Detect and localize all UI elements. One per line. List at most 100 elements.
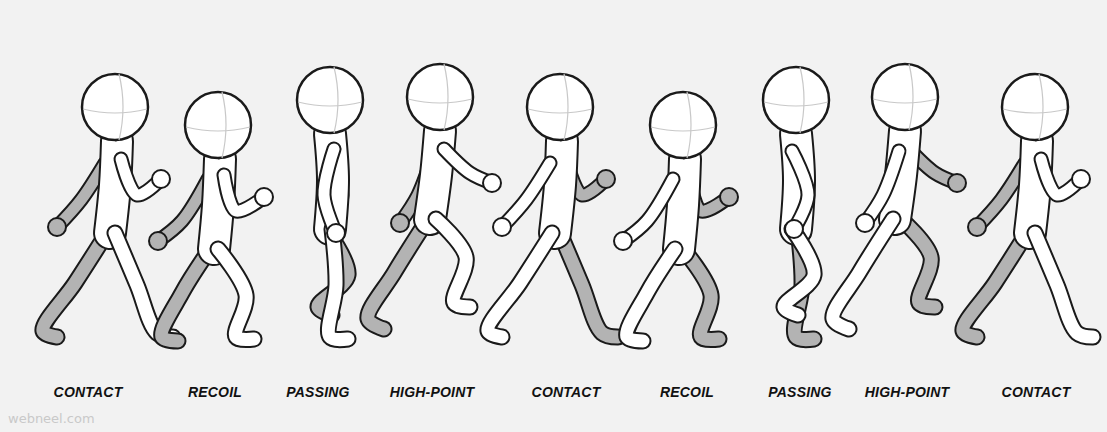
arm [502,163,550,227]
fist [152,170,170,188]
leg [162,249,210,341]
leg [436,219,470,307]
head [872,64,938,130]
fist [493,218,511,236]
head [1002,74,1068,140]
fist [720,188,738,206]
leg-outline [328,229,348,340]
head-guide [687,92,691,158]
head-guide [298,102,362,106]
head-guide [186,127,250,131]
leg [43,233,107,337]
fist [48,218,66,236]
phase-label: RECOIL [660,384,714,400]
head-guide [873,99,937,103]
head-guide [334,67,338,133]
head-guide [1039,74,1043,140]
arm-outline [324,149,336,233]
fist [597,170,615,188]
arm [623,179,673,241]
head [527,74,593,140]
phase-label: HIGH-POINT [865,384,949,400]
head-guide [444,64,448,130]
leg [218,249,254,339]
leg-outline [784,229,814,315]
fist [483,174,501,192]
leg-outline [1035,233,1093,337]
arm-outline [623,179,673,241]
head-guide [408,99,472,103]
leg [328,229,348,340]
phase-label: PASSING [768,384,831,400]
arm-outline [502,163,550,227]
head-guide [651,127,715,131]
fist [948,174,966,192]
head [763,67,829,133]
head-guide [83,109,147,113]
head-guide [800,67,804,133]
leg [627,249,675,341]
phase-label: PASSING [286,384,349,400]
phase-label: CONTACT [1002,384,1071,400]
leg [901,219,935,307]
head-guide [1003,109,1067,113]
phase-label: RECOIL [188,384,242,400]
leg [560,233,618,337]
head-guide [764,102,828,106]
leg-outline [218,249,254,339]
fist [149,232,167,250]
head-guide [222,92,226,158]
arm-outline [792,151,808,229]
leg-outline [963,233,1027,337]
torso [679,159,685,249]
fist [856,214,874,232]
walking-figure [763,67,829,340]
leg [833,219,893,329]
head [650,92,716,158]
leg-outline [488,233,552,337]
fist [391,214,409,232]
leg [488,233,552,337]
fist [614,232,632,250]
walking-figure [368,64,501,329]
fist [255,188,273,206]
phase-label: CONTACT [532,384,601,400]
walking-figure [963,74,1093,337]
fist [785,220,803,238]
head-guide [119,74,123,140]
head [297,67,363,133]
head [407,64,473,130]
arm [324,149,336,233]
arm [792,151,808,229]
walking-figure [297,67,363,340]
head [185,92,251,158]
leg-outline [627,249,675,341]
fist [327,224,345,242]
phase-label: CONTACT [54,384,123,400]
arm [865,151,899,223]
leg [963,233,1027,337]
leg [368,219,428,329]
head [82,74,148,140]
leg-outline [162,249,210,341]
walking-figure [149,92,273,341]
leg-outline [833,219,893,329]
leg-outline [43,233,107,337]
phase-label: HIGH-POINT [390,384,474,400]
walking-figure [43,74,173,337]
leg-outline [436,219,470,307]
watermark: webneel.com [8,411,95,426]
walking-figure [614,92,738,341]
torso [555,141,562,233]
torso-outline [555,141,562,233]
head-guide [909,64,913,130]
leg [784,229,814,315]
fist [968,218,986,236]
leg-outline [901,219,935,307]
fist [1072,170,1090,188]
walking-figure [488,74,618,337]
head-guide [528,109,592,113]
leg-outline [560,233,618,337]
